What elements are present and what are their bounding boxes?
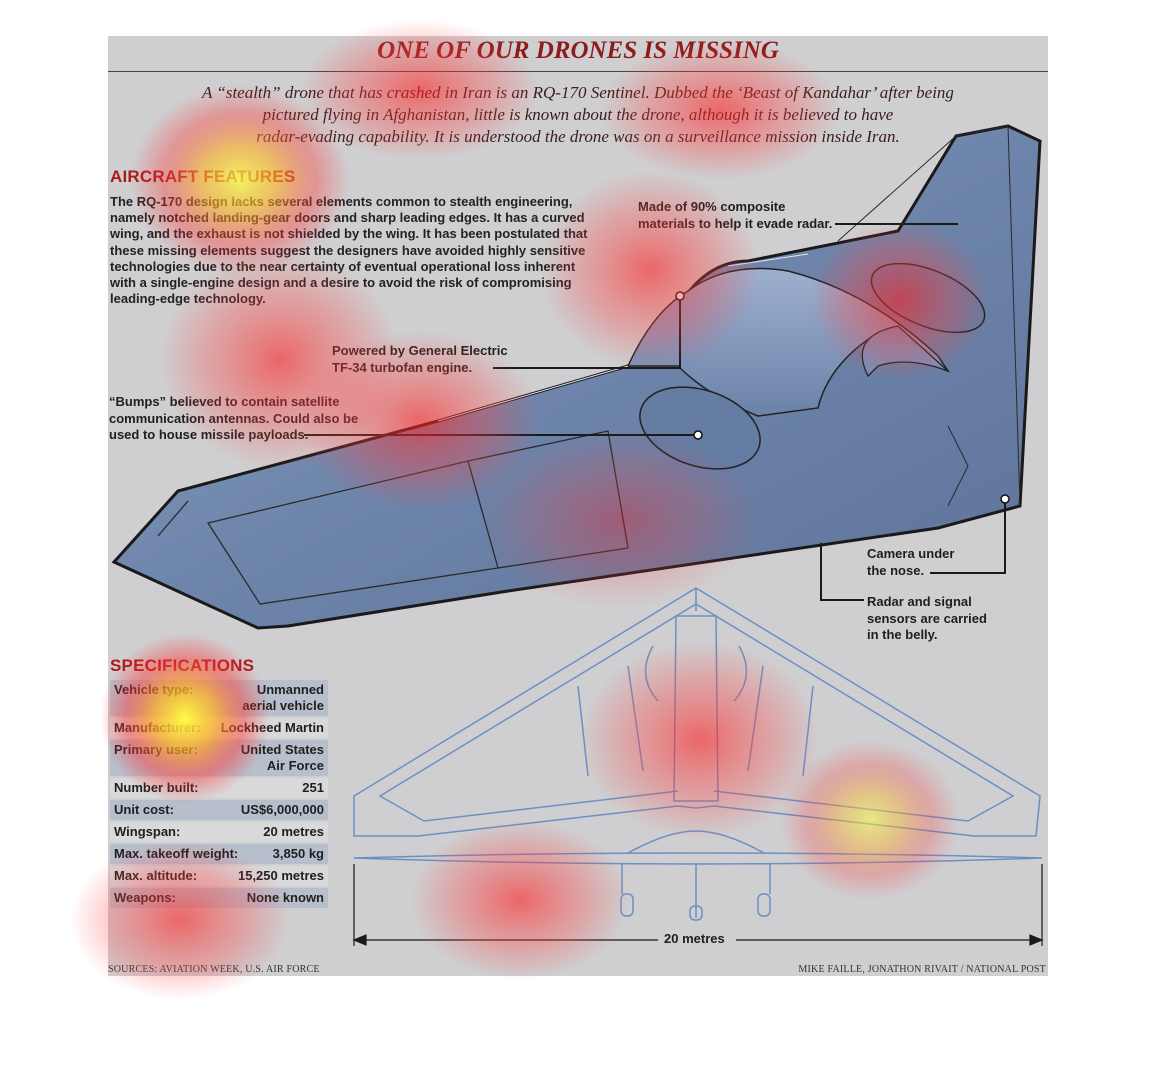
callout-bumps: “Bumps” believed to contain satellite co… [109,394,358,444]
intro-line: radar-evading capability. It is understo… [256,127,900,146]
callout-line: “Bumps” believed to contain satellite [109,394,340,409]
spec-label: Number built: [114,780,199,795]
spec-row: Weapons: None known [110,888,328,908]
infographic-panel: ONE OF OUR DRONES IS MISSING A “stealth”… [108,36,1048,976]
features-line: technologies due to the near certainty o… [110,258,576,274]
spec-label: Max. takeoff weight: [114,846,239,861]
spec-value-line: Lockheed Martin [220,720,324,735]
callout-line: sensors are carried [867,610,987,626]
spec-value-line: 251 [302,780,324,795]
spec-value: 251 [302,780,324,796]
intro-line: A “stealth” drone that has crashed in Ir… [202,83,954,102]
features-line: namely notched landing-gear doors and sh… [110,210,585,226]
spec-value: 3,850 kg [273,846,324,862]
spec-value-line: United States [240,742,324,757]
spec-value-line: 3,850 kg [272,846,324,861]
dimension-label: 20 metres [664,931,725,946]
blueprint-front-view [353,830,1043,921]
callout-camera: Camera under the nose. [867,546,954,579]
spec-label: Vehicle type: [114,682,194,697]
intro-line: pictured flying in Afghanistan, little i… [262,105,894,124]
spec-label: Manufacturer: [114,720,201,735]
spec-value-line: Unmanned [256,682,324,697]
spec-value-line: None known [246,890,324,905]
callout-line: Made of 90% composite [638,199,786,214]
features-line: these missing elements suggest the desig… [110,242,586,258]
callout-line: TF-34 turbofan engine. [332,359,473,375]
callout-line: Radar and signal [867,594,972,609]
specifications-heading: SPECIFICATIONS [110,656,255,675]
spec-value: Lockheed Martin [221,720,324,736]
spec-value-line: 20 metres [263,824,324,839]
spec-row: Number built: 251 [110,778,328,798]
intro-paragraph: A “stealth” drone that has crashed in Ir… [108,82,1048,148]
callout-line: materials to help it evade radar. [638,215,833,231]
callout-engine: Powered by General Electric TF-34 turbof… [332,343,508,376]
spec-row: Unit cost: US$6,000,000 [110,800,328,820]
features-line: The RQ-170 design lacks several elements… [110,194,573,209]
spec-row: Max. takeoff weight: 3,850 kg [110,844,328,864]
aircraft-features-heading: AIRCRAFT FEATURES [110,167,296,186]
callout-radar: Radar and signal sensors are carried in … [867,594,987,644]
features-line: with a single-engine design and a desire… [110,275,572,291]
callout-line: in the belly. [867,627,938,642]
spec-label: Weapons: [114,890,176,905]
spec-row: Max. altitude: 15,250 metres [110,866,328,886]
callout-line: Powered by General Electric [332,343,508,358]
callout-composite: Made of 90% composite materials to help … [638,199,832,232]
sources-credit: SOURCES: AVIATION WEEK, U.S. AIR FORCE [108,964,320,975]
spec-label: Max. altitude: [114,868,198,883]
features-line: leading-edge technology. [110,291,266,307]
spec-row: Manufacturer: Lockheed Martin [110,718,328,738]
spec-label: Unit cost: [114,802,174,817]
callout-line: Camera under [867,546,955,561]
page-title: ONE OF OUR DRONES IS MISSING [108,36,1048,72]
spec-row: Wingspan: 20 metres [110,822,328,842]
callout-line: the nose. [867,562,925,578]
spec-value: None known [247,890,324,906]
features-line: wing, and the exhaust is not shielded by… [110,226,588,242]
callout-line: communication antennas. Could also be [109,410,359,426]
spec-value-line: aerial vehicle [242,698,324,713]
author-credit: MIKE FAILLE, JONATHON RIVAIT / NATIONAL … [798,964,1046,975]
spec-label: Wingspan: [114,824,181,839]
spec-value: 20 metres [263,824,324,840]
spec-value: US$6,000,000 [241,802,324,818]
aircraft-features-text: The RQ-170 design lacks several elements… [110,194,587,307]
spec-value-line: US$6,000,000 [240,802,324,817]
spec-value-line: Air Force [266,758,324,773]
callout-line: used to house missile payloads. [109,427,309,442]
spec-value: 15,250 metres [238,868,324,884]
spec-value-line: 15,250 metres [237,868,324,883]
spec-label: Primary user: [114,742,198,757]
